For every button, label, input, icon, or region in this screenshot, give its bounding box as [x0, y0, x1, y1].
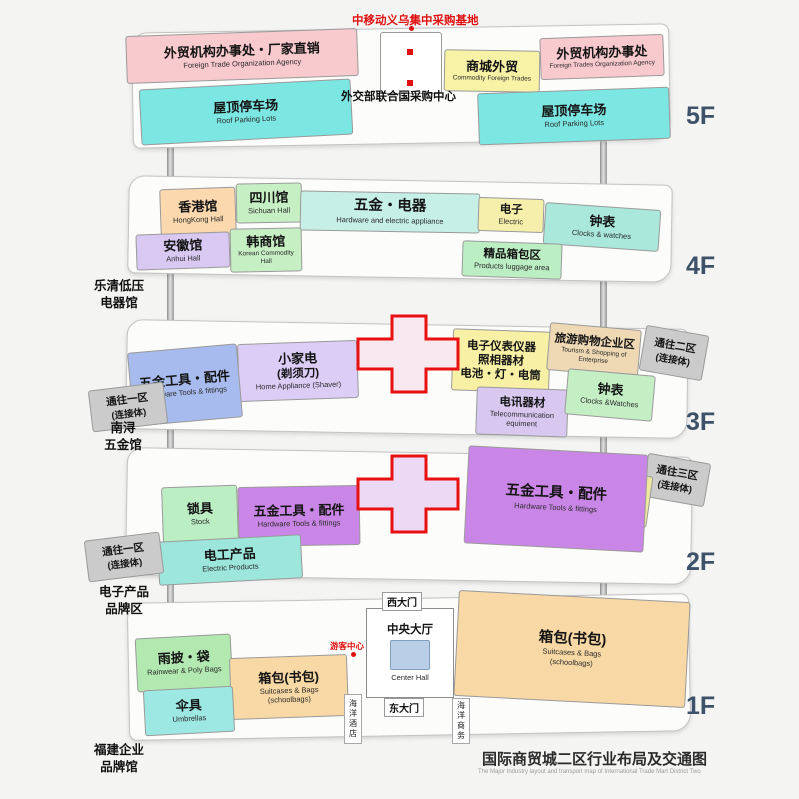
- side-label-fujian-line2: 品牌馆: [100, 759, 138, 774]
- area-bags-right: 箱包(书包) Suitcases & Bags (schoolbags): [453, 590, 691, 708]
- electric-products-label-en: Electric Products: [202, 561, 259, 574]
- red-marker-square-2: [407, 80, 413, 86]
- red-marker-dot-visitor: [351, 652, 356, 657]
- electric-4f-label-zh: 电子: [499, 203, 523, 217]
- area-hardware-tools-2f-right: 五金工具・配件 Hardware Tools & fittings: [463, 445, 649, 553]
- area-sichuan-hall: 四川馆 Sichuan Hall: [235, 182, 303, 224]
- east-gate-label: 东大门: [384, 698, 424, 717]
- ocean-business-label: 海洋商务: [452, 698, 470, 744]
- ocean-hotel-text: 海洋酒店: [348, 699, 358, 739]
- side-label-yueqing-line1: 乐清低压: [93, 279, 144, 293]
- telecom-label-en: Telecommunication equiment: [489, 408, 555, 429]
- center-hall-label-en: Center Hall: [391, 673, 429, 683]
- connector-d1-2f-line2: (连接体): [106, 557, 143, 573]
- home-appliance-label-zh2: (剃须刀): [276, 367, 320, 381]
- area-hardware-electric-appliance: 五金・电器 Hardware and electric appliance: [299, 190, 481, 234]
- red-cross-icon-3f: [356, 314, 460, 394]
- anhui-hall-label-zh: 安徽馆: [163, 237, 203, 255]
- floor-label-5f: 5F: [686, 102, 716, 130]
- side-label-yueqing: 乐清低压 电器馆: [88, 278, 150, 312]
- side-label-electronics-line2: 品牌区: [105, 601, 143, 616]
- center-hall-structure: 中央大厅 Center Hall: [366, 608, 454, 698]
- anhui-hall-label-en: Anhui Hall: [166, 253, 201, 264]
- side-label-electronics-line1: 电子产品: [98, 585, 149, 599]
- electric-4f-label-en: Electric: [498, 216, 524, 227]
- red-cross-icon-2f: [356, 454, 460, 534]
- hardware-electric-label-zh: 五金・电器: [353, 197, 427, 216]
- hongkong-hall-label-en: HongKong Hall: [172, 214, 224, 226]
- area-foreign-trade-office-left: 外贸机构办事处・厂家直销 Foreign Trade Organization …: [125, 27, 359, 85]
- products-luggage-label-en: Products luggage area: [473, 260, 550, 273]
- instruments-line3: 电池・灯・电筒: [460, 367, 541, 383]
- bags-left-label-en2: (schoolbags): [267, 694, 312, 705]
- area-hongkong-hall: 香港馆 HongKong Hall: [159, 186, 237, 238]
- floor-label-4f: 4F: [686, 252, 716, 280]
- locks-label-en: Stock: [190, 516, 210, 527]
- floor-label-3f: 3F: [686, 408, 716, 436]
- floor-label-2f: 2F: [686, 548, 716, 576]
- home-appliance-label-zh1: 小家电: [277, 350, 318, 368]
- area-clocks-3f: 钟表 Clocks &Watches: [564, 368, 656, 422]
- commodity-foreign-trades-label-zh: 商城外贸: [465, 58, 519, 75]
- area-raincoat-bags: 雨披・袋 Rainwear & Poly Bags: [134, 633, 234, 693]
- clocks-4f-label-en: Clocks & watches: [571, 228, 632, 242]
- area-roof-parking-right: 屋顶停车场 Roof Parking Lots: [477, 86, 671, 146]
- side-label-nanxun-line2: 五金馆: [104, 437, 142, 452]
- floor-label-1f: 1F: [686, 692, 716, 720]
- hardware-tools-2f-center-label-zh: 五金工具・配件: [253, 502, 345, 520]
- area-electric-4f: 电子 Electric: [477, 196, 545, 234]
- note-un-procurement-center: 外交部联合国采购中心: [341, 91, 456, 103]
- sichuan-hall-label-zh: 四川馆: [249, 190, 289, 206]
- area-commodity-foreign-trades: 商城外贸 Commodity Foreign Trades: [443, 49, 541, 93]
- korean-hall-label-en: Korean Commodity Hall: [238, 249, 294, 266]
- map-title-zh: 国际商贸城二区行业布局及交通图: [482, 751, 708, 768]
- umbrellas-label-zh: 伞具: [175, 697, 203, 715]
- ocean-business-text: 海洋商务: [456, 701, 466, 741]
- ocean-hotel-label: 海洋酒店: [344, 694, 362, 744]
- area-locks: 锁具 Stock: [161, 484, 239, 544]
- area-home-appliance: 小家电 (剃须刀) Home Appliance (Shaver): [237, 339, 359, 403]
- area-anhui-hall: 安徽馆 Anhui Hall: [135, 231, 231, 271]
- hongkong-hall-label-zh: 香港馆: [178, 198, 218, 216]
- hardware-electric-label-en: Hardware and electric appliance: [336, 215, 444, 227]
- locks-label-zh: 锁具: [186, 500, 214, 517]
- side-label-nanxun: 南浔 五金馆: [96, 420, 150, 454]
- area-products-luggage: 精品箱包区 Products luggage area: [461, 240, 563, 280]
- sichuan-hall-label-en: Sichuan Hall: [247, 205, 291, 216]
- map-title-en: The Major Industry layout and transport …: [478, 769, 701, 775]
- area-roof-parking-left: 屋顶停车场 Roof Parking Lots: [138, 78, 354, 146]
- side-label-yueqing-line2: 电器馆: [100, 295, 138, 310]
- area-korean-hall: 韩商馆 Korean Commodity Hall: [229, 227, 303, 273]
- visitor-center-label: 游客中心: [330, 641, 365, 651]
- side-label-fujian-brand: 福建企业 品牌馆: [86, 742, 152, 776]
- side-label-electronics-brand: 电子产品 品牌区: [92, 584, 156, 618]
- side-label-nanxun-line1: 南浔: [110, 421, 136, 435]
- commodity-foreign-trades-label-en: Commodity Foreign Trades: [452, 74, 532, 83]
- area-foreign-trade-office-right: 外贸机构办事处 Foreign Trades Organization Agen…: [539, 33, 665, 81]
- side-label-fujian-line1: 福建企业: [93, 743, 144, 757]
- note-china-mobile-base: 中移动义乌集中采购基地: [352, 15, 479, 27]
- bags-right-label-en2: (schoolbags): [549, 656, 593, 668]
- west-gate-label: 西大门: [382, 592, 422, 611]
- area-bags-left: 箱包(书包) Suitcases & Bags (schoolbags): [228, 653, 350, 721]
- red-marker-square-1: [407, 49, 413, 55]
- clocks-4f-label-zh: 钟表: [588, 213, 616, 231]
- home-appliance-label-en: Home Appliance (Shaver): [255, 379, 342, 392]
- roof-parking-right-label-en: Roof Parking Lots: [544, 118, 605, 130]
- roof-parking-left-label-en: Roof Parking Lots: [216, 113, 277, 126]
- red-marker-dot-top: [409, 26, 414, 31]
- center-hall-label-zh: 中央大厅: [387, 624, 433, 637]
- area-telecom-equipment: 电讯器材 Telecommunication equiment: [475, 386, 569, 438]
- korean-hall-label-zh: 韩商馆: [246, 233, 286, 250]
- area-electric-products: 电工产品 Electric Products: [156, 534, 304, 586]
- area-instruments: 电子仪表仪器 照相器材 电池・灯・电筒: [450, 328, 552, 394]
- clocks-3f-label-en: Clocks &Watches: [579, 395, 639, 410]
- umbrellas-label-en: Umbrellas: [172, 713, 207, 725]
- hardware-tools-2f-center-label-en: Hardware Tools & fittings: [257, 518, 341, 529]
- area-umbrellas: 伞具 Umbrellas: [142, 685, 236, 737]
- instruments-line1: 电子仪表仪器: [466, 339, 537, 355]
- center-hall-square: [390, 640, 430, 671]
